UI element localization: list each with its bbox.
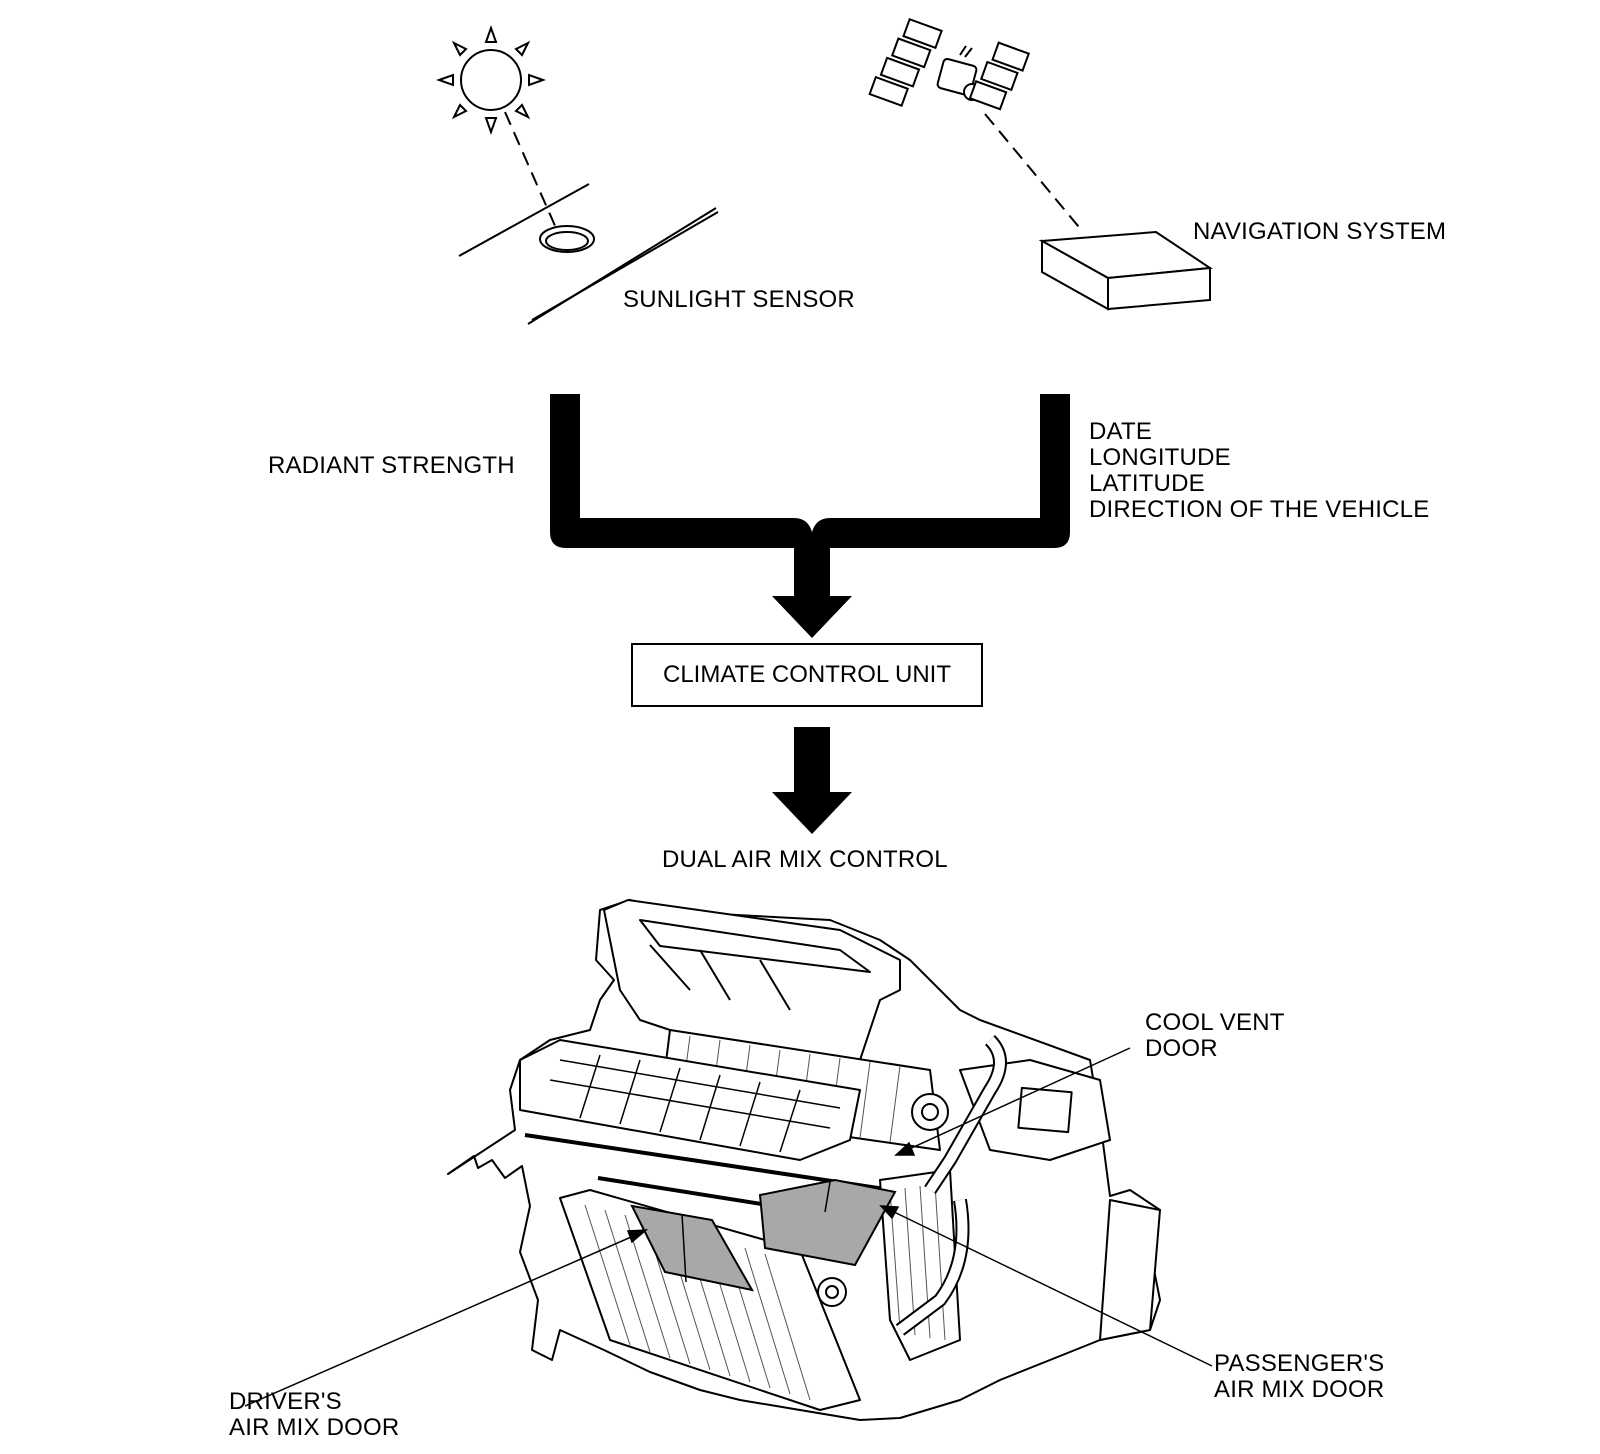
navigation-system-label: NAVIGATION SYSTEM bbox=[1193, 218, 1447, 245]
dual-air-mix-control-label: DUAL AIR MIX CONTROL bbox=[662, 846, 948, 873]
passengers-air-mix-door-shape bbox=[758, 1178, 897, 1267]
nav-output-date: DATE bbox=[1089, 418, 1153, 445]
drivers-air-mix-door-label-line1: DRIVER'S bbox=[229, 1388, 342, 1415]
leader-lines bbox=[244, 1047, 1213, 1407]
nav-output-latitude: LATITUDE bbox=[1089, 470, 1205, 497]
arrow-to-dual-air-mix bbox=[772, 727, 852, 834]
climate-control-unit-box: CLIMATE CONTROL UNIT bbox=[631, 643, 983, 707]
climate-control-unit-label: CLIMATE CONTROL UNIT bbox=[662, 661, 951, 688]
passengers-air-mix-door-label-line1: PASSENGER'S bbox=[1214, 1350, 1385, 1377]
nav-output-direction: DIRECTION OF THE VEHICLE bbox=[1089, 496, 1430, 523]
passengers-air-mix-door-label-line2: AIR MIX DOOR bbox=[1214, 1376, 1385, 1403]
drivers-air-mix-door-shape bbox=[630, 1204, 754, 1292]
sensor-icon bbox=[458, 183, 719, 325]
flow-bracket bbox=[550, 394, 1070, 638]
satellite-icon bbox=[868, 17, 1031, 111]
hvac-unit-icon bbox=[447, 899, 1161, 1421]
navigation-unit-icon bbox=[1038, 230, 1213, 311]
drivers-air-mix-door-label-line2: AIR MIX DOOR bbox=[229, 1414, 400, 1441]
sunlight-sensor-label: SUNLIGHT SENSOR bbox=[623, 286, 855, 313]
sun-icon bbox=[436, 25, 546, 135]
cool-vent-door-label-line2: DOOR bbox=[1145, 1035, 1218, 1062]
radiant-strength-label: RADIANT STRENGTH bbox=[268, 452, 515, 479]
nav-output-longitude: LONGITUDE bbox=[1089, 444, 1231, 471]
cool-vent-door-label-line1: COOL VENT bbox=[1145, 1009, 1285, 1036]
